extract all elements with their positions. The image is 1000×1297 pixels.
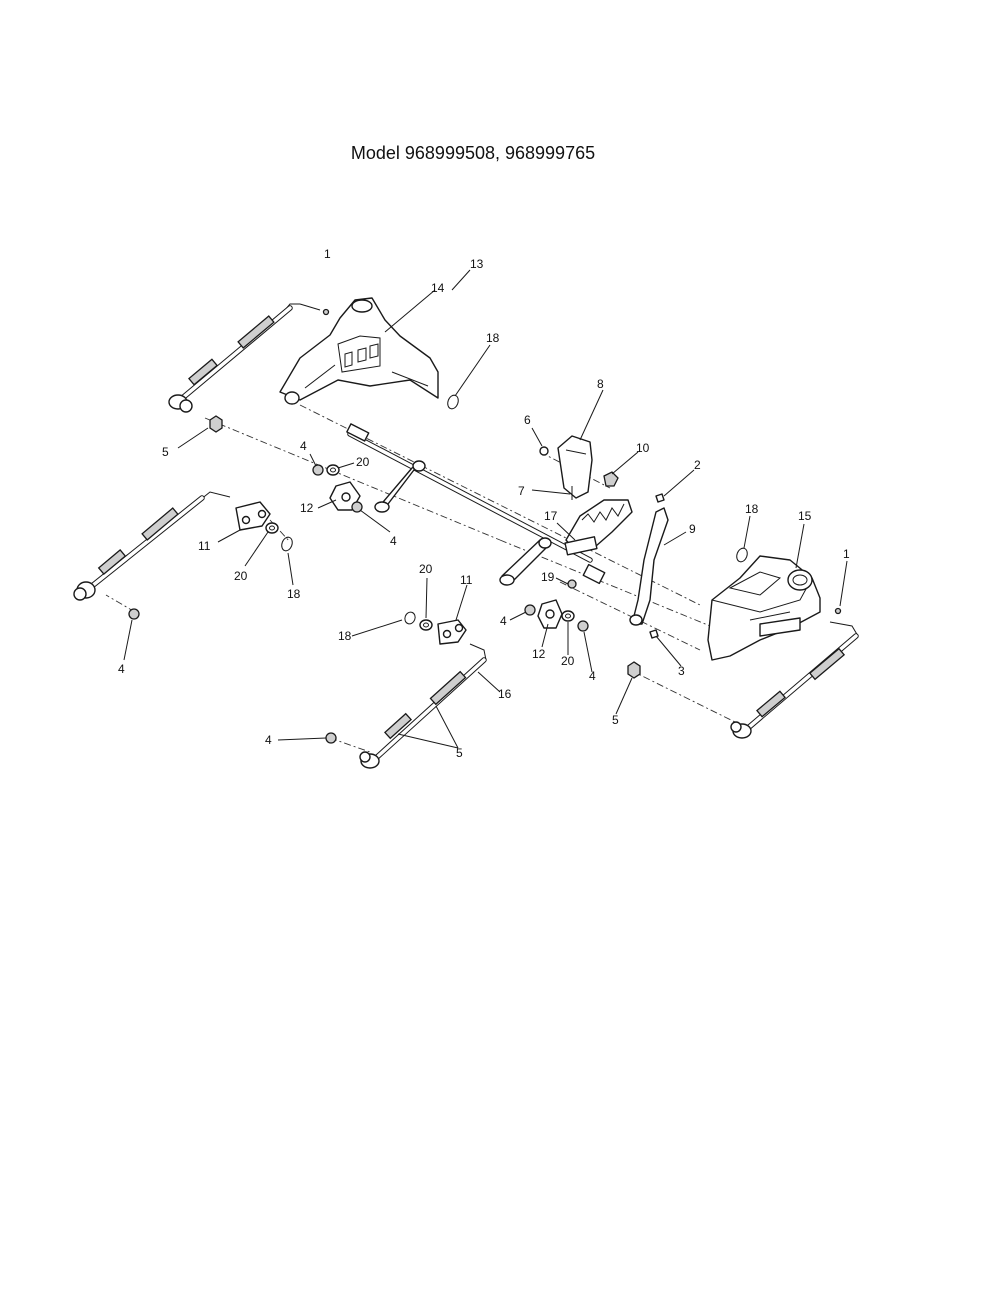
callout-10: 10 — [636, 441, 650, 455]
sector-gear — [564, 499, 633, 556]
callout-20-right: 20 — [561, 654, 575, 668]
callout-17: 17 — [544, 509, 558, 523]
callout-8: 8 — [597, 377, 604, 391]
callout-3: 3 — [678, 664, 685, 678]
right-pivot-bracket — [707, 555, 821, 661]
callout-labels: 1 14 18 5 4 20 12 4 13 6 8 10 7 2 17 9 1… — [118, 247, 850, 760]
callout-20-upper: 20 — [356, 455, 370, 469]
callout-11-left: 11 — [198, 539, 211, 553]
callout-12-right: 12 — [532, 647, 546, 661]
callout-4-right: 4 — [589, 669, 596, 683]
callout-4-mid: 4 — [390, 534, 397, 548]
callout-5-upper: 5 — [162, 445, 169, 459]
upper-left-lift-link — [168, 303, 321, 413]
ratchet-plate — [557, 435, 593, 500]
callout-18-center: 18 — [338, 629, 352, 643]
nut-5-upper — [209, 415, 223, 433]
callout-13: 13 — [470, 257, 484, 271]
callout-7: 7 — [518, 484, 525, 498]
callout-20-left: 20 — [234, 569, 248, 583]
callout-2: 2 — [694, 458, 701, 472]
diagram-title: Model 968999508, 968999765 — [350, 143, 596, 163]
callout-18-upper: 18 — [486, 331, 500, 345]
mid-left-lift-link — [73, 491, 231, 601]
callout-20-center: 20 — [419, 562, 433, 576]
callout-1-upper: 1 — [324, 247, 331, 261]
callout-1-right: 1 — [843, 547, 850, 561]
lower-right-lift-link — [730, 621, 859, 739]
callout-12-left: 12 — [300, 501, 314, 515]
callout-6: 6 — [524, 413, 531, 427]
callout-4-lower: 4 — [265, 733, 272, 747]
hardware — [128, 308, 842, 744]
nut-5-lower — [627, 661, 641, 679]
callout-4-center: 4 — [500, 614, 507, 628]
leader-lines — [123, 269, 848, 749]
callout-18-right: 18 — [745, 502, 759, 516]
left-pivot-bracket — [279, 297, 439, 405]
callout-14: 14 — [431, 281, 445, 295]
callout-5-bottom: 5 — [456, 746, 463, 760]
callout-19: 19 — [541, 570, 555, 584]
callout-11-center: 11 — [460, 573, 473, 587]
lower-center-lift-link — [359, 643, 487, 769]
lever-arm — [629, 507, 669, 626]
cross-shaft — [346, 423, 606, 586]
callout-4-left: 4 — [118, 662, 125, 676]
callout-5-lower: 5 — [612, 713, 619, 727]
callout-15: 15 — [798, 509, 812, 523]
callout-16: 16 — [498, 687, 512, 701]
clevis-bracket-left — [235, 501, 271, 531]
lift-arm-plate-right — [537, 599, 563, 629]
callout-18-left: 18 — [287, 587, 301, 601]
callout-4-upper: 4 — [300, 439, 307, 453]
clevis-bracket-right — [437, 619, 467, 645]
callout-9: 9 — [689, 522, 696, 536]
lift-arm-plate-left — [329, 481, 361, 511]
